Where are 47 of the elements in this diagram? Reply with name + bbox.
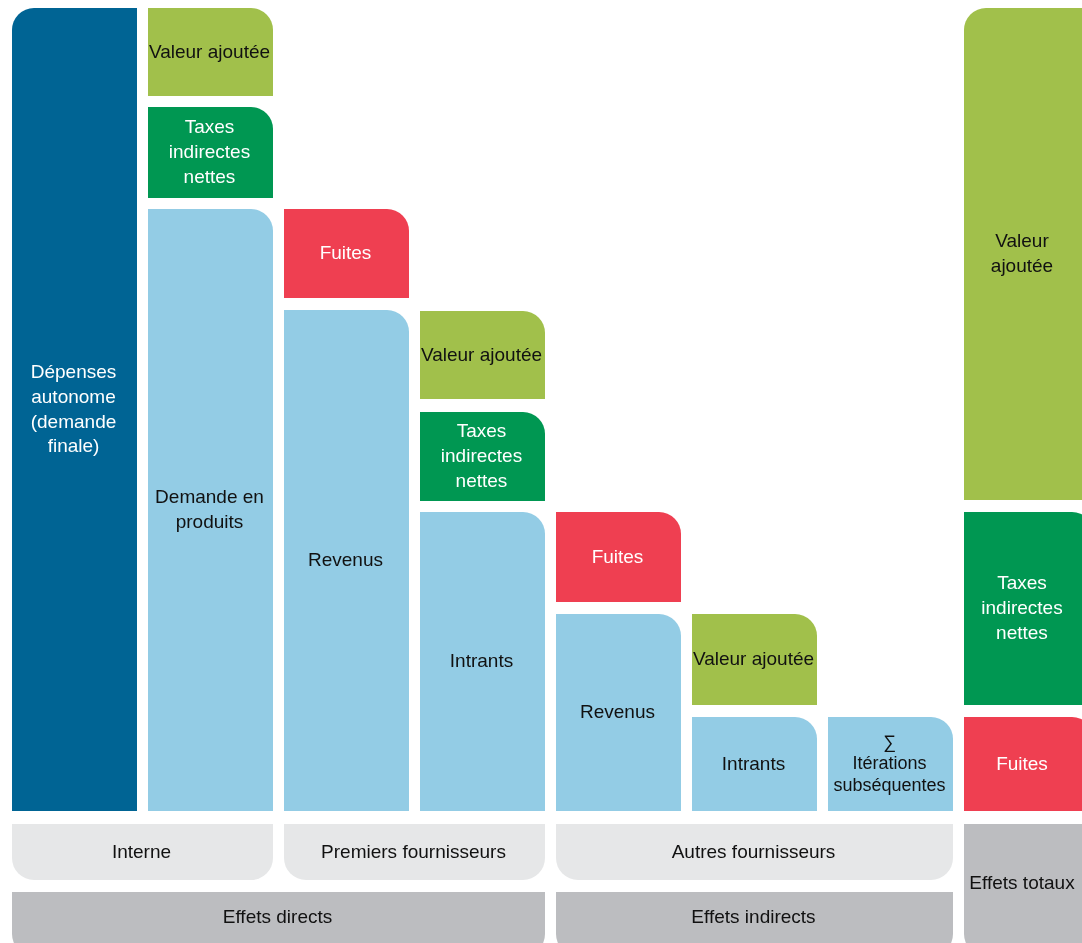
iterations-block [828,717,953,811]
income-block [284,310,409,811]
block-label: Effets totaux [969,871,1075,896]
block-label: Interne [111,839,172,864]
block-label: Dépenses autonome (demande finale) [29,360,118,459]
tax-block [148,107,273,198]
effects-band [12,892,545,943]
tax-block [420,412,545,501]
block-label: Premiers fournisseurs [321,839,506,864]
column-block [12,8,137,811]
category-band [556,824,953,880]
block-label: Fuites [996,751,1048,776]
block-label: Itérations subséquentes [832,753,947,797]
block-label: Effets directs [222,905,333,930]
block-label: Autres fournisseurs [671,839,836,864]
value-added-block [420,311,545,399]
tax-block [964,512,1082,705]
block-label: Valeur ajoutée [692,647,815,672]
value-added-block [964,8,1082,500]
block-label: Demande en produits [154,485,265,534]
block-label: Fuites [591,544,644,569]
block-label: Taxes indirectes nettes [167,115,252,189]
income-block [556,614,681,811]
block-label: Valeur ajoutée [420,342,543,367]
inputs-block [420,512,545,811]
value-added-block [692,614,817,705]
block-label: Taxes indirectes nettes [439,419,524,493]
inputs-block [692,717,817,811]
block-label: Effets indirects [691,905,816,930]
value-added-block [148,8,273,96]
block-label: Intrants [449,649,514,674]
leakage-block [964,717,1082,811]
block-label: ∑ [883,731,896,754]
effects-band [964,824,1082,943]
block-label: Valeur ajoutée [989,229,1055,278]
effects-band [556,892,953,943]
block-label: Revenus [308,548,383,573]
category-band [12,824,273,880]
leakage-block [284,209,409,298]
block-label: Revenus [580,700,655,725]
block-label: Valeur ajoutée [148,39,271,64]
leakage-block [556,512,681,602]
block-label: Intrants [721,751,786,776]
block-label: Fuites [319,241,372,266]
category-band [284,824,545,880]
demand-block [148,209,273,811]
block-label: Taxes indirectes nettes [980,571,1064,645]
